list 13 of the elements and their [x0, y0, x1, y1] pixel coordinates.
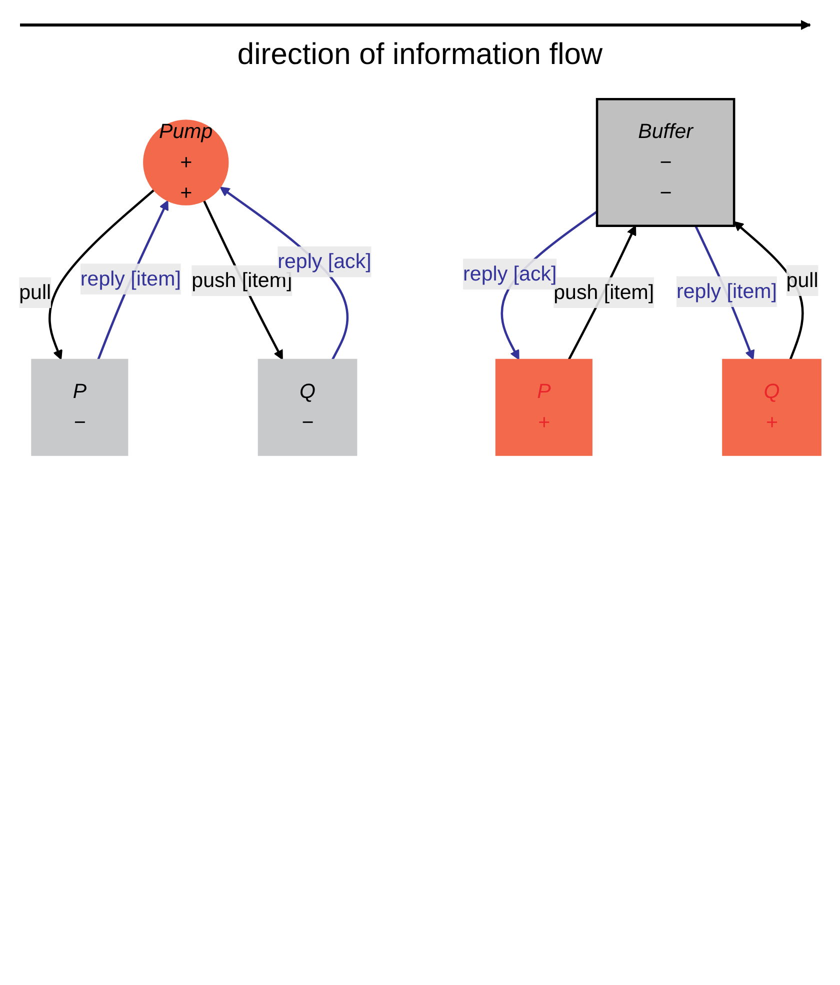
edge-label: reply [item]: [80, 267, 181, 290]
arrow: [48, 189, 155, 360]
node-box: Buffer − −: [596, 98, 736, 227]
node-box: Q −: [258, 358, 358, 456]
node-circle: Pump + +: [143, 120, 229, 206]
node-box: Q +: [722, 358, 822, 456]
edge-label: reply [item]: [676, 280, 777, 302]
edge-label: pull: [19, 280, 52, 304]
node-box: P +: [495, 358, 592, 456]
edge-label: pull: [786, 268, 818, 292]
node-box: P −: [31, 358, 128, 456]
edge-label: reply [ack]: [463, 262, 557, 285]
direction-label: direction of information flow: [236, 38, 604, 72]
